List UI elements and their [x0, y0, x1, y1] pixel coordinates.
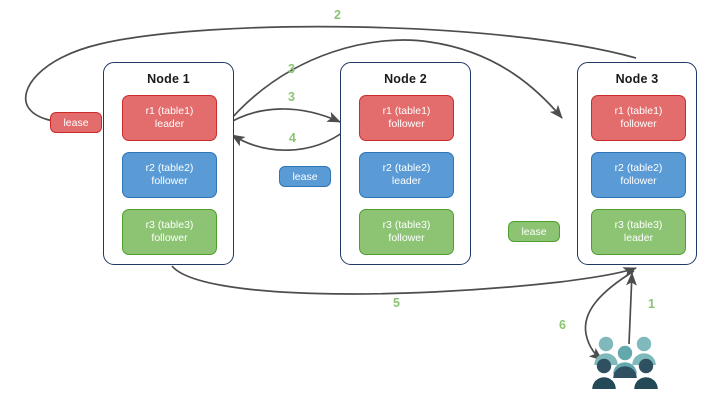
- replica-role: follower: [151, 175, 188, 187]
- lease-label: lease: [63, 116, 89, 129]
- replica-node2-r2[interactable]: r2 (table2) leader: [359, 152, 454, 198]
- edge-step-5: [171, 265, 637, 295]
- replica-role: follower: [620, 175, 657, 187]
- replica-role: leader: [391, 175, 422, 187]
- step-label-2: 2: [334, 8, 341, 22]
- step-label-6: 6: [559, 318, 566, 332]
- step-label-5: 5: [393, 296, 400, 310]
- lease-badge-table2[interactable]: lease: [279, 166, 331, 187]
- replica-node3-r3[interactable]: r3 (table3) leader: [591, 209, 686, 255]
- node-box-node2: Node 2 r1 (table1) follower r2 (table2) …: [340, 62, 471, 265]
- node-title-node3: Node 3: [615, 72, 659, 86]
- replica-role: follower: [620, 118, 657, 130]
- node-title-node1: Node 1: [147, 72, 190, 86]
- replica-name: r1 (table1): [382, 105, 431, 117]
- replica-node1-r1[interactable]: r1 (table1) leader: [122, 95, 217, 141]
- replica-node2-r3[interactable]: r3 (table3) follower: [359, 209, 454, 255]
- replica-node2-r1[interactable]: r1 (table1) follower: [359, 95, 454, 141]
- replica-name: r3 (table3): [614, 219, 663, 231]
- replica-node1-r3[interactable]: r3 (table3) follower: [122, 209, 217, 255]
- lease-badge-table3[interactable]: lease: [508, 221, 560, 242]
- replica-name: r3 (table3): [382, 219, 431, 231]
- lease-label: lease: [292, 170, 318, 183]
- lease-badge-table1[interactable]: lease: [50, 112, 102, 133]
- replica-node3-r1[interactable]: r1 (table1) follower: [591, 95, 686, 141]
- replica-name: r1 (table1): [145, 105, 194, 117]
- lease-label: lease: [521, 225, 547, 238]
- replica-name: r2 (table2): [145, 162, 194, 174]
- node-box-node1: Node 1 r1 (table1) leader r2 (table2) fo…: [103, 62, 234, 265]
- people-icon: [592, 336, 658, 389]
- replica-name: r3 (table3): [145, 219, 194, 231]
- edge-step-3b: [223, 108, 341, 127]
- replica-role: follower: [388, 232, 425, 244]
- step-label-4: 4: [289, 131, 296, 145]
- step-label-1: 1: [648, 297, 655, 311]
- step-label-3b: 3: [288, 90, 295, 104]
- replica-node1-r2[interactable]: r2 (table2) follower: [122, 152, 217, 198]
- replica-name: r2 (table2): [382, 162, 431, 174]
- node-box-node3: Node 3 r1 (table1) follower r2 (table2) …: [577, 62, 697, 265]
- replica-name: r1 (table1): [614, 105, 663, 117]
- replica-role: leader: [154, 118, 185, 130]
- replica-node3-r2[interactable]: r2 (table2) follower: [591, 152, 686, 198]
- node-title-node2: Node 2: [384, 72, 427, 86]
- replica-role: leader: [623, 232, 654, 244]
- replica-name: r2 (table2): [614, 162, 663, 174]
- step-label-3a: 3: [288, 62, 295, 76]
- replica-role: follower: [151, 232, 188, 244]
- replica-role: follower: [388, 118, 425, 130]
